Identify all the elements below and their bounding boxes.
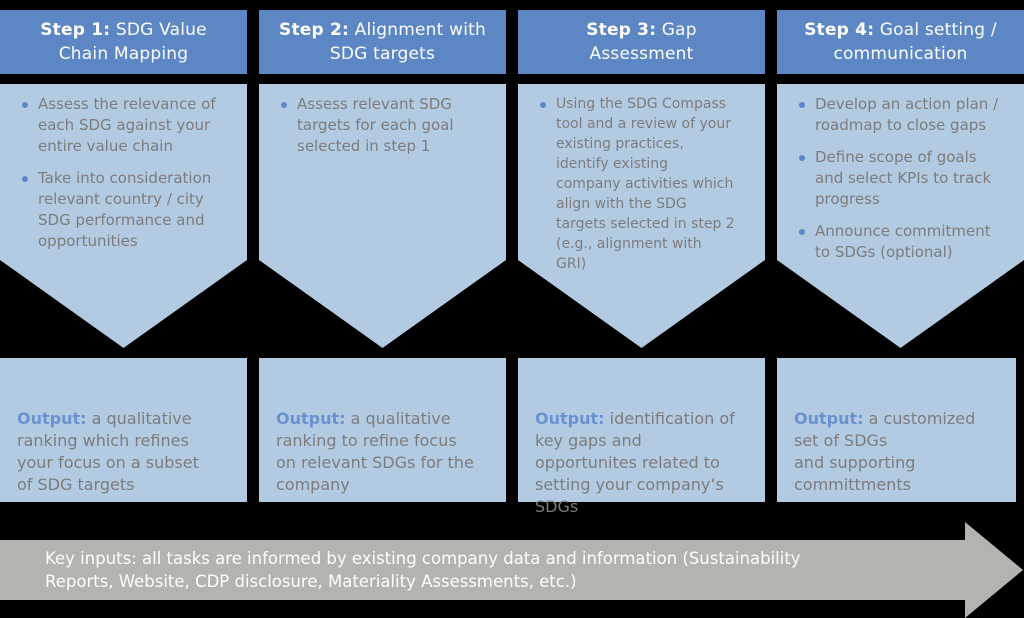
step3-header-rest: Gap Assessment <box>589 20 697 64</box>
output-label: Output: <box>17 409 87 428</box>
step4-header: Step 4: Goal setting / communication <box>777 10 1024 74</box>
step1-header-title: Step 1: SDG Value Chain Mapping <box>40 18 207 66</box>
bullet-item: Assess the relevance of each SDG against… <box>14 94 229 157</box>
bullet-item: Using the SDG Compass tool and a review … <box>532 94 735 274</box>
bullet-dot-icon <box>799 155 805 161</box>
bullet-dot-icon <box>799 102 805 108</box>
bullet-text: Using the SDG Compass tool and a review … <box>556 96 735 272</box>
step3-header: Step 3: Gap Assessment <box>518 10 765 74</box>
step3-output: Output: identification of key gaps and o… <box>518 358 765 516</box>
step4-output: Output: a customized set of SDGs and sup… <box>777 358 1016 502</box>
step4-header-title: Step 4: Goal setting / communication <box>804 18 997 66</box>
bullet-text: Take into consideration relevant country… <box>38 169 212 250</box>
bullet-text: Develop an action plan / roadmap to clos… <box>815 95 999 134</box>
arrow-head-icon <box>965 522 1023 618</box>
step2-header-title: Step 2: Alignment with SDG targets <box>279 18 486 66</box>
step2-header-rest: Alignment with SDG targets <box>329 20 486 64</box>
output-label: Output: <box>535 409 605 428</box>
step1-panel: Assess the relevance of each SDG against… <box>0 84 247 348</box>
step4-panel: Develop an action plan / roadmap to clos… <box>777 84 1024 348</box>
step4-bullet-list: Develop an action plan / roadmap to clos… <box>791 94 1006 263</box>
step3-bullet-list: Using the SDG Compass tool and a review … <box>532 94 735 274</box>
bullet-item: Define scope of goals and select KPIs to… <box>791 147 1006 210</box>
step2-bullet-list: Assess relevant SDG targets for each goa… <box>273 94 488 157</box>
bullet-dot-icon <box>281 102 287 108</box>
output-text: identification of key gaps and opportuni… <box>535 409 735 516</box>
bullet-item: Announce commitment to SDGs (optional) <box>791 221 1006 263</box>
step2-panel: Assess relevant SDG targets for each goa… <box>259 84 506 348</box>
output-text: a customized set of SDGs and supporting … <box>794 409 976 494</box>
step3-panel: Using the SDG Compass tool and a review … <box>518 84 765 348</box>
bullet-dot-icon <box>22 176 28 182</box>
output-text: a qualitative ranking which refines your… <box>17 409 199 494</box>
bullet-item: Assess relevant SDG targets for each goa… <box>273 94 488 157</box>
bullet-dot-icon <box>799 229 805 235</box>
output-paragraph: Output: a qualitative ranking to refine … <box>276 408 476 496</box>
step3-header-bold: Step 3: <box>586 20 657 40</box>
bullet-text: Assess the relevance of each SDG against… <box>38 95 216 155</box>
bullet-text: Define scope of goals and select KPIs to… <box>815 148 992 208</box>
output-paragraph: Output: a customized set of SDGs and sup… <box>794 408 986 496</box>
step3-header-title: Step 3: Gap Assessment <box>586 18 697 66</box>
output-paragraph: Output: a qualitative ranking which refi… <box>17 408 217 496</box>
step1-output: Output: a qualitative ranking which refi… <box>0 358 247 502</box>
output-text: a qualitative ranking to refine focus on… <box>276 409 474 494</box>
key-inputs-arrow: Key inputs: all tasks are informed by ex… <box>0 540 965 600</box>
steps-grid: Step 1: SDG Value Chain Mapping Step 2: … <box>0 10 1024 516</box>
step4-header-bold: Step 4: <box>804 20 875 40</box>
key-inputs-text: Key inputs: all tasks are informed by ex… <box>45 549 801 591</box>
step1-header: Step 1: SDG Value Chain Mapping <box>0 10 247 74</box>
step2-header: Step 2: Alignment with SDG targets <box>259 10 506 74</box>
step1-bullet-list: Assess the relevance of each SDG against… <box>14 94 229 252</box>
bullet-dot-icon <box>540 102 546 108</box>
bullet-text: Assess relevant SDG targets for each goa… <box>297 95 454 155</box>
bullet-item: Develop an action plan / roadmap to clos… <box>791 94 1006 136</box>
output-paragraph: Output: identification of key gaps and o… <box>535 408 735 518</box>
step1-header-rest: SDG Value Chain Mapping <box>58 20 207 64</box>
bullet-text: Announce commitment to SDGs (optional) <box>815 222 991 261</box>
bullet-item: Take into consideration relevant country… <box>14 168 229 252</box>
output-label: Output: <box>794 409 864 428</box>
step1-header-bold: Step 1: <box>40 20 111 40</box>
step4-header-rest: Goal setting / communication <box>833 20 997 64</box>
step2-output: Output: a qualitative ranking to refine … <box>259 358 506 502</box>
output-label: Output: <box>276 409 346 428</box>
step2-header-bold: Step 2: <box>279 20 350 40</box>
bullet-dot-icon <box>22 102 28 108</box>
